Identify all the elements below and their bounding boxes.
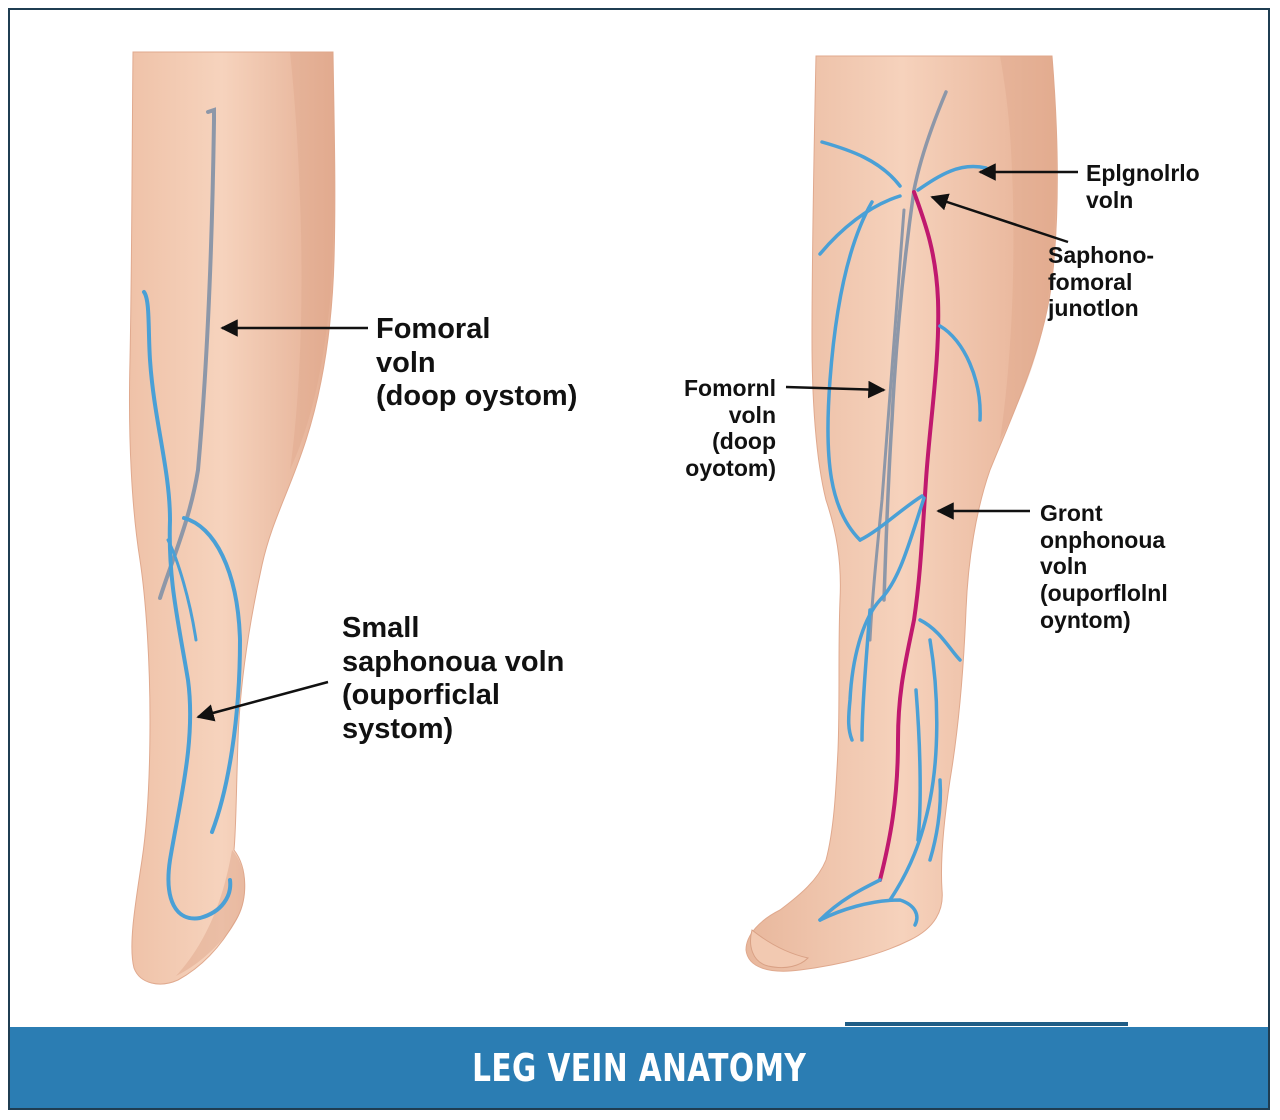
left-femoral-vein	[158, 107, 216, 600]
label-left-femoral-vein: Fomoral voln (doop oystom)	[376, 313, 578, 413]
footer-accent-line	[845, 1022, 1128, 1026]
label-right-saphenofemoral-junction: Saphono- fomoral junotlon	[1048, 242, 1155, 322]
pointer-right-junction	[930, 193, 1069, 244]
left-small-saphenous-vein	[142, 290, 233, 921]
left-saphenous-branch	[182, 516, 243, 834]
right-superficial-veins	[818, 140, 988, 927]
right-femoral-vein	[882, 90, 948, 602]
right-great-saphenous-vein	[878, 190, 941, 882]
pointer-right-femoral	[785, 380, 886, 399]
label-right-femoral-vein: Fomornl voln (doop oyotom)	[684, 375, 776, 482]
pointer-lines	[196, 163, 1078, 722]
footer-banner: LEG VEIN ANATOMY	[10, 1027, 1268, 1108]
right-foot-toes	[750, 929, 809, 969]
right-femoral-vein-2	[868, 208, 906, 642]
left-leg	[129, 51, 336, 985]
right-leg-shadow	[1000, 56, 1057, 440]
right-leg	[745, 55, 1058, 972]
left-leg-silhouette	[129, 51, 336, 985]
label-left-small-saphenous-vein: Small saphonoua voln (ouporficlal systom…	[342, 612, 565, 745]
right-leg-silhouette	[745, 55, 1058, 972]
left-leg-shadow	[290, 52, 335, 470]
label-right-great-saphenous-vein: Gront onphonoua voln (ouporflolnl oyntom…	[1040, 500, 1168, 633]
figure-title: LEG VEIN ANATOMY	[471, 1045, 807, 1090]
left-saphenous-branch-2	[166, 538, 198, 642]
left-heel-shadow	[176, 850, 245, 976]
label-right-epigastric-vein: Eplgnolrlo voln	[1086, 160, 1200, 213]
pointer-left-small-saphenous	[196, 680, 329, 722]
